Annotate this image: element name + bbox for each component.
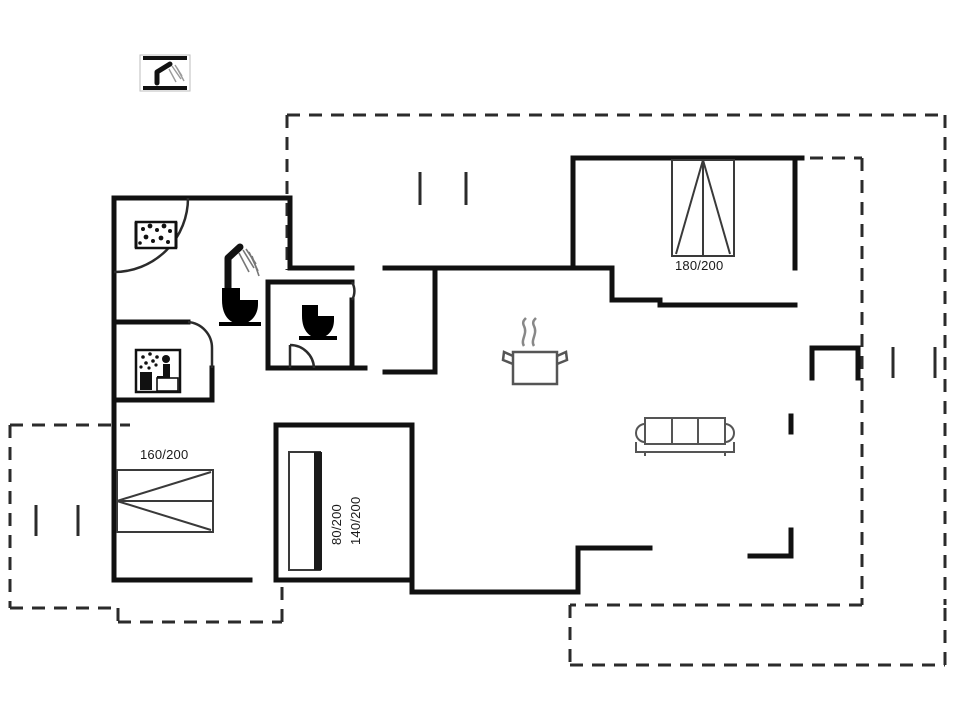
cooking-pot-icon [501, 317, 569, 386]
sauna-steam-dots [139, 352, 159, 370]
door-swings [113, 197, 356, 369]
pot-steam-2 [531, 317, 537, 347]
sofa-seat-base [635, 442, 735, 453]
sauna-stove [140, 372, 152, 390]
sauna-person-torso [163, 364, 170, 376]
bath-shower-spray [238, 248, 260, 277]
toilet-base-2 [299, 336, 337, 340]
toilet-bowl-1 [222, 300, 258, 324]
bath-shower-arm [224, 243, 244, 292]
sauna-icon [134, 348, 182, 394]
pot-handle-right [556, 350, 569, 366]
bed-main-fold-right [702, 159, 731, 255]
dishwasher-bubbles [138, 223, 172, 245]
pot-body [511, 350, 559, 386]
dishwasher-body [134, 220, 178, 250]
bed-left-label: 160/200 [140, 447, 188, 462]
window-marks [34, 172, 937, 536]
pot-handle-left [501, 350, 514, 366]
shower-icon [154, 61, 185, 86]
bath-shower-icon [224, 243, 260, 292]
sauna-person-head [162, 355, 170, 363]
bed-left-fold-top [116, 471, 212, 502]
bunk-bed [288, 451, 322, 571]
bunk-bed-rail [314, 452, 322, 570]
shower-arm [154, 61, 173, 86]
toilet-tank-2 [302, 305, 318, 316]
bed-main-fold-left [675, 159, 704, 255]
legend-box-background [139, 54, 191, 92]
door-swing-bathroom [113, 197, 190, 274]
bed-main-180-200 [671, 159, 735, 257]
bunk-upper-label: 80/200 [329, 504, 344, 545]
sofa-icon [634, 417, 736, 456]
toilet-base-1 [219, 322, 261, 326]
toilet-icon-wc [299, 305, 337, 340]
terrace-outlines [8, 113, 947, 667]
sauna-bench [156, 377, 179, 392]
sofa-arm-right [724, 423, 736, 443]
bunk-lower-label: 140/200 [348, 497, 363, 545]
pot-steam-1 [521, 317, 527, 347]
door-swing-wc-north [350, 281, 356, 301]
dishwasher-icon [134, 220, 178, 250]
shower-spray [168, 64, 185, 83]
toilet-bowl-2 [302, 316, 334, 338]
toilet-icon-bathroom [219, 288, 261, 326]
toilet-tank-1 [222, 288, 240, 300]
legend-shower-box [139, 54, 191, 92]
walls [111, 155, 861, 595]
bed-left-fold-bottom [116, 500, 212, 531]
sofa-arm-left [634, 423, 646, 443]
door-swing-wc [289, 343, 316, 369]
door-swing-sauna [187, 320, 214, 349]
bed-main-label: 180/200 [675, 258, 723, 273]
bed-left-160-200 [116, 469, 214, 533]
